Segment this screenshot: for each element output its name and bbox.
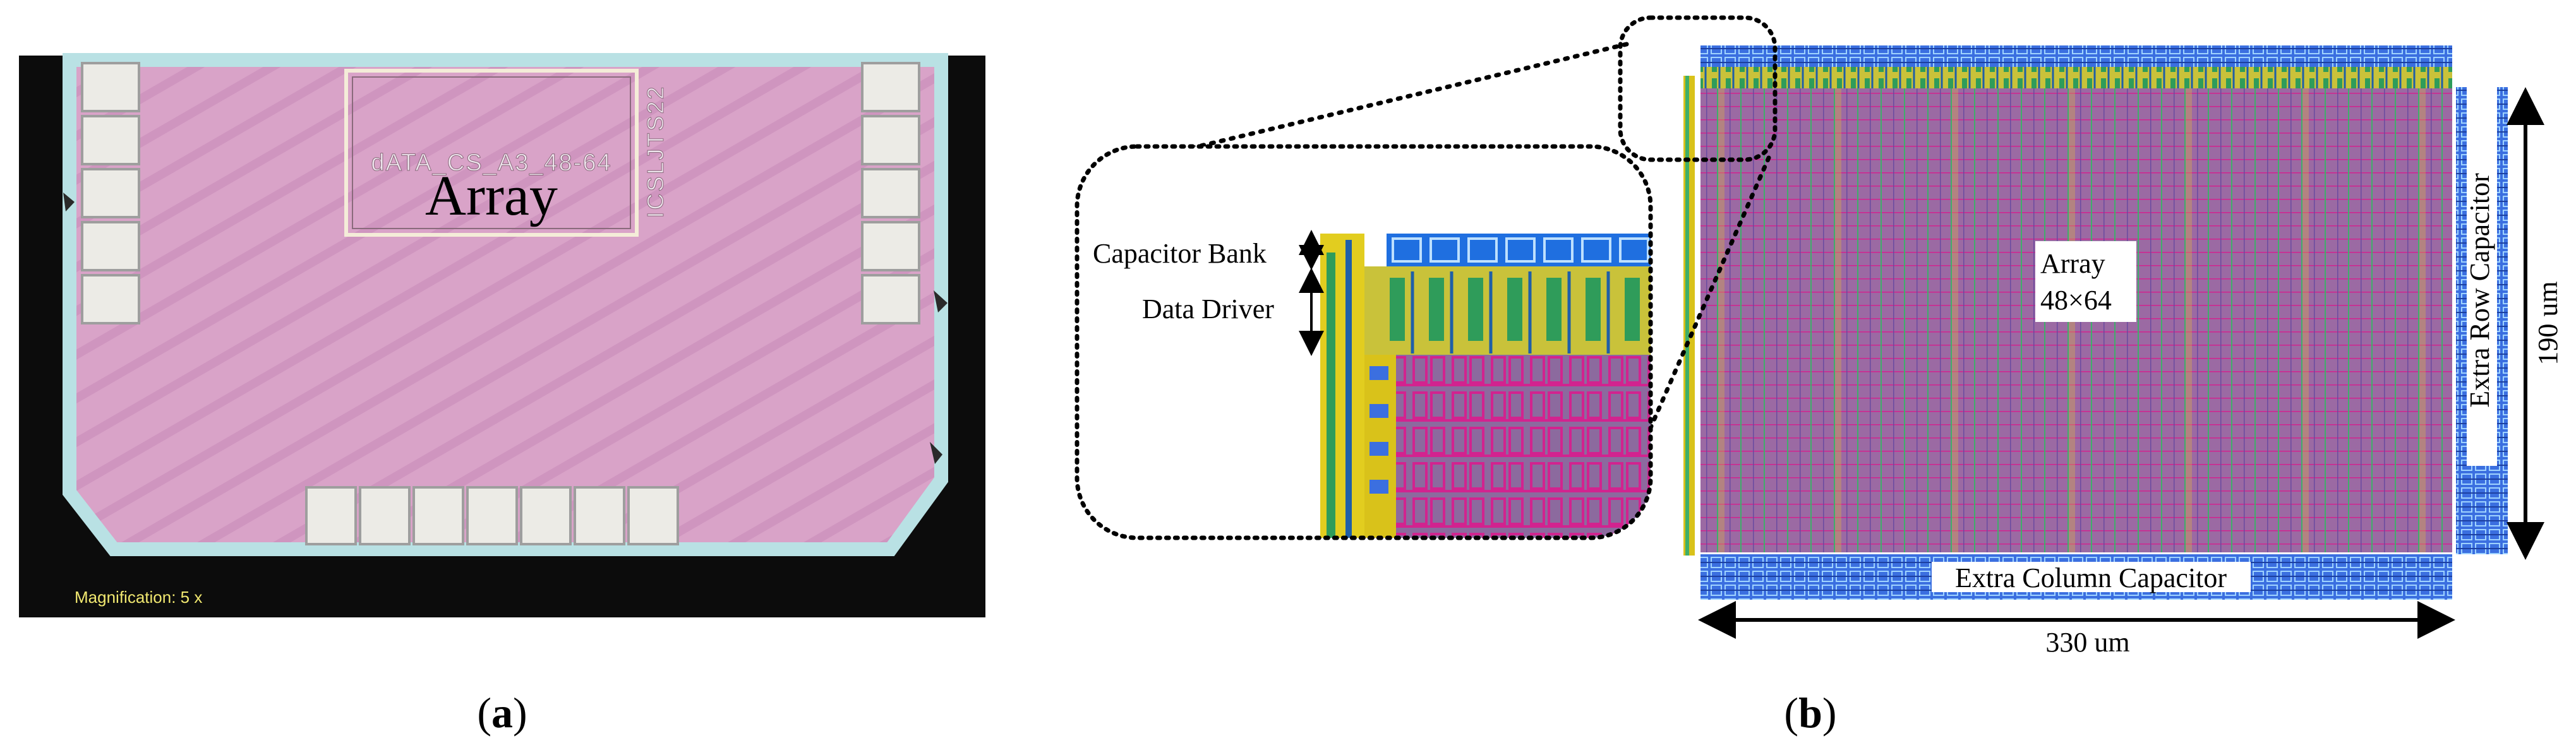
die-marking: dATA_CS_A3_48-64 bbox=[371, 150, 611, 176]
bond-pad bbox=[861, 62, 920, 112]
bond-pad bbox=[81, 115, 140, 165]
bond-pad bbox=[520, 486, 572, 545]
zoom-source-region bbox=[1618, 15, 1778, 162]
side-marking: ICSLJTS22 bbox=[642, 85, 668, 218]
zoom-array-cells bbox=[1396, 355, 1651, 538]
bond-pad bbox=[81, 274, 140, 324]
data-driver-row bbox=[1700, 67, 2452, 88]
capacitor-bank-label: Capacitor Bank bbox=[1093, 238, 1267, 269]
magnification-label: Magnification: 5 x bbox=[75, 588, 202, 607]
array-outline-box bbox=[344, 69, 639, 237]
extra-column-capacitor-label: Extra Column Capacitor bbox=[1955, 562, 2227, 593]
height-dimension-label: 190 um bbox=[2532, 281, 2563, 365]
left-pad-column bbox=[81, 62, 140, 324]
right-pad-column bbox=[861, 62, 920, 324]
width-dimension-label: 330 um bbox=[2045, 627, 2129, 658]
data-driver-label: Data Driver bbox=[1142, 294, 1274, 324]
bond-pad bbox=[81, 168, 140, 218]
bond-pad bbox=[466, 486, 518, 545]
array-label-box bbox=[2035, 241, 2136, 322]
caption-b: (b) bbox=[1784, 689, 1836, 737]
array-size-label: 48×64 bbox=[2040, 285, 2112, 316]
array-label-b: Array bbox=[2040, 248, 2105, 279]
capacitor-bank-top bbox=[1700, 45, 2452, 67]
bond-pad bbox=[305, 486, 357, 545]
die-body bbox=[63, 53, 948, 556]
bond-pad bbox=[412, 486, 464, 545]
bond-pad bbox=[861, 221, 920, 271]
bond-pad bbox=[81, 221, 140, 271]
bond-pad bbox=[81, 62, 140, 112]
bond-pad bbox=[861, 274, 920, 324]
zoom-inset-border bbox=[1074, 144, 1653, 540]
bond-pad bbox=[627, 486, 679, 545]
bond-pad bbox=[359, 486, 411, 545]
bond-pad bbox=[861, 115, 920, 165]
layout-panel: Extra Row Capacitor Extra Column Capacit… bbox=[1683, 45, 2563, 658]
array-label: Array bbox=[425, 165, 558, 227]
extra-row-capacitor-label: Extra Row Capacitor bbox=[2464, 173, 2495, 408]
bond-pad bbox=[861, 168, 920, 218]
zoom-inset: Capacitor Bank Data Driver bbox=[1074, 144, 1653, 540]
zoom-connector-top bbox=[1185, 42, 1629, 152]
bond-pad bbox=[574, 486, 625, 545]
caption-a: (a) bbox=[477, 689, 527, 737]
bottom-pad-row bbox=[305, 486, 679, 545]
micrograph-panel: dATA_CS_A3_48-64 Array ICSLJTS22 Magnifi… bbox=[19, 53, 985, 617]
